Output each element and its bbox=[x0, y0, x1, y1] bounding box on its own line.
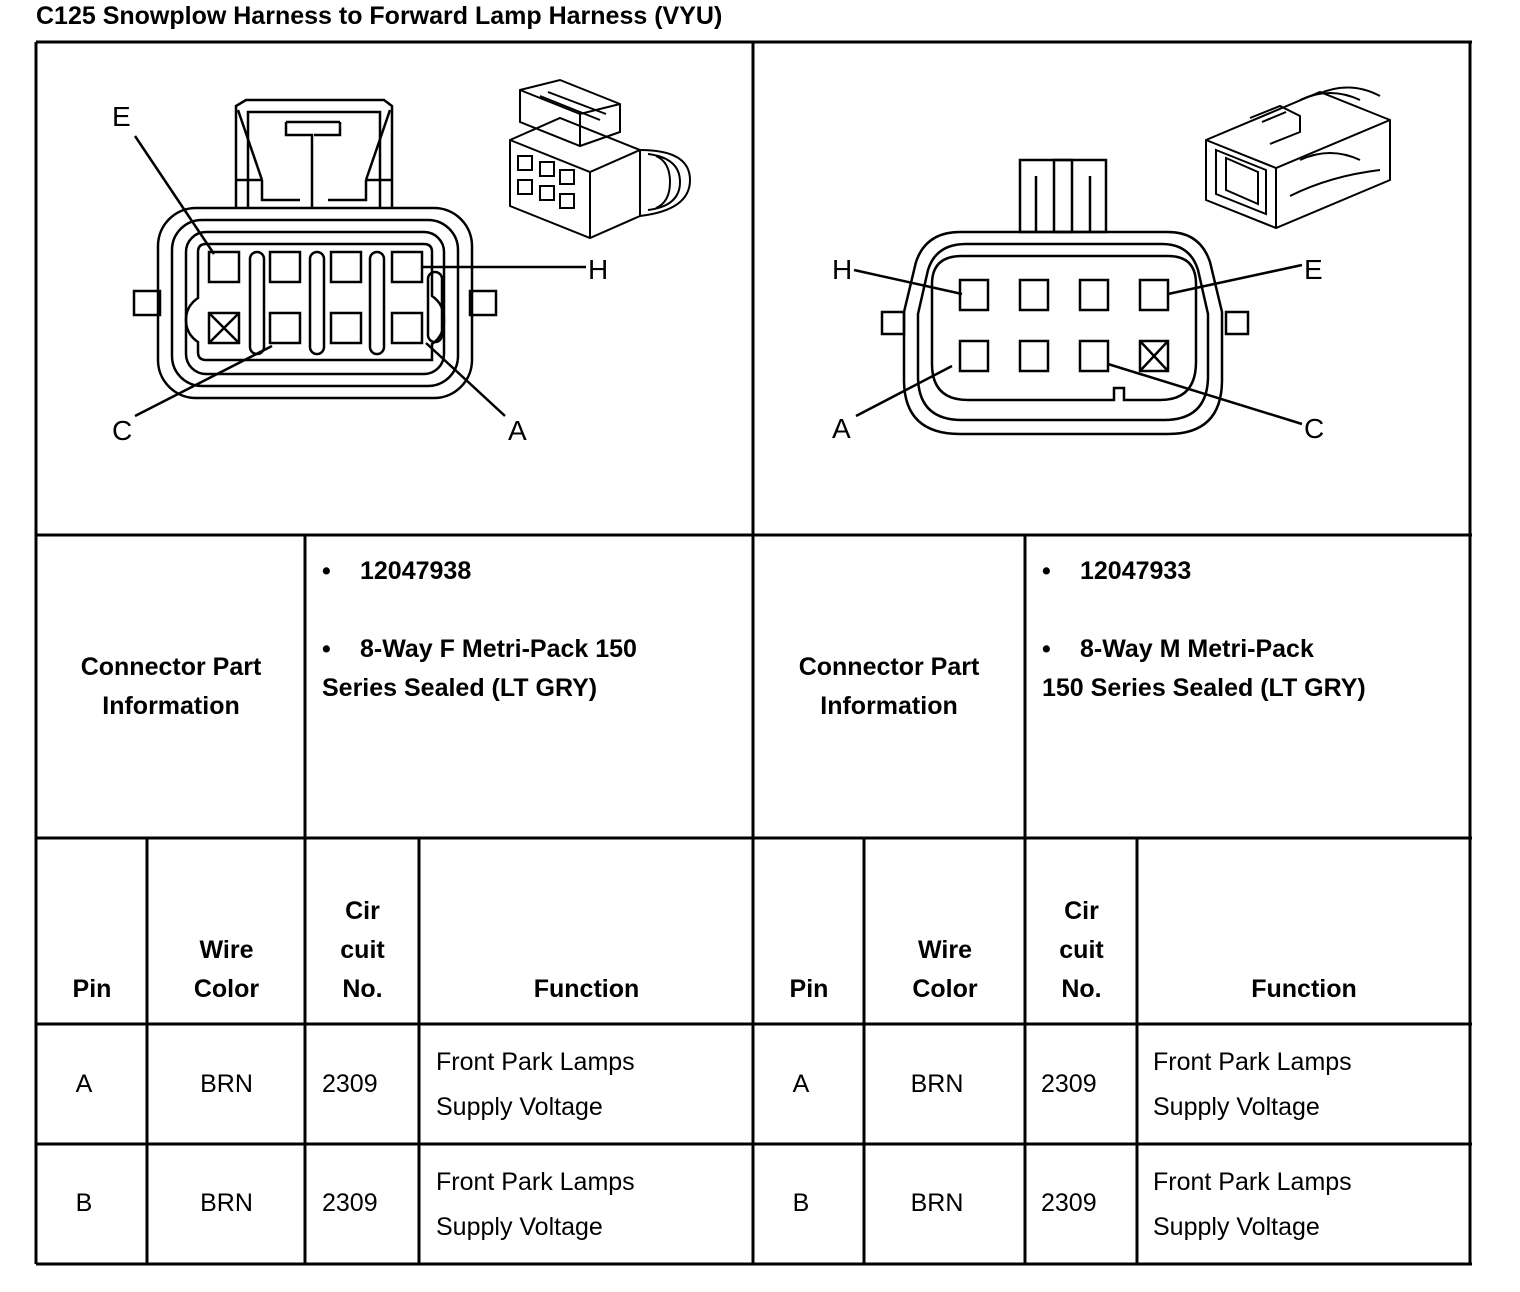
callout-a-left: A bbox=[508, 415, 527, 446]
right-header-wire-color: Wire Color bbox=[912, 936, 978, 1003]
right-header-pin: Pin bbox=[789, 975, 829, 1003]
function-cell: Front Park Lamps Supply Voltage bbox=[1153, 1168, 1352, 1241]
pin-cell: B bbox=[792, 1189, 810, 1217]
right-part-info: •12047933 •8-Way M Metri-Pack 150 Series… bbox=[1042, 557, 1366, 702]
right-part-desc: 8-Way M Metri-Pack bbox=[1080, 635, 1314, 663]
left-header-function: Function bbox=[533, 975, 640, 1003]
circuit-cell: 2309 bbox=[1041, 1189, 1097, 1217]
right-header-circuit: Cir cuit No. bbox=[1059, 897, 1104, 1003]
wire-color-cell: BRN bbox=[200, 1189, 253, 1217]
callout-h-right: H bbox=[832, 254, 852, 285]
page-title: C125 Snowplow Harness to Forward Lamp Ha… bbox=[36, 2, 723, 30]
left-connector-diagram: E H C A bbox=[112, 78, 692, 446]
callout-a-right: A bbox=[832, 413, 851, 444]
callout-e-left: E bbox=[112, 101, 131, 132]
callout-h-left: H bbox=[588, 254, 608, 285]
wire-color-cell: BRN bbox=[200, 1070, 253, 1098]
right-info-label: Connector Part Information bbox=[798, 653, 980, 720]
function-cell: Front Park Lamps Supply Voltage bbox=[1153, 1048, 1352, 1121]
right-connector-diagram: H E A C bbox=[832, 86, 1391, 444]
circuit-cell: 2309 bbox=[322, 1070, 378, 1098]
left-part-desc: 8-Way F Metri-Pack 150 bbox=[360, 635, 637, 663]
left-header-circuit: Cir cuit No. bbox=[340, 897, 385, 1003]
circuit-cell: 2309 bbox=[322, 1189, 378, 1217]
circuit-cell: 2309 bbox=[1041, 1070, 1097, 1098]
right-part-number: 12047933 bbox=[1080, 557, 1192, 585]
function-cell: Front Park Lamps Supply Voltage bbox=[436, 1048, 635, 1121]
wire-color-cell: BRN bbox=[910, 1189, 964, 1217]
callout-c-right: C bbox=[1304, 413, 1324, 444]
pin-cell: A bbox=[75, 1070, 93, 1098]
pin-cell: B bbox=[75, 1189, 93, 1217]
callout-e-right: E bbox=[1304, 254, 1323, 285]
left-info-label: Connector Part Information bbox=[80, 653, 262, 720]
right-header-function: Function bbox=[1251, 975, 1357, 1003]
left-part-info: •12047938 •8-Way F Metri-Pack 150 Series… bbox=[322, 557, 637, 702]
function-cell: Front Park Lamps Supply Voltage bbox=[436, 1168, 635, 1241]
wire-color-cell: BRN bbox=[910, 1070, 964, 1098]
left-part-number: 12047938 bbox=[360, 557, 472, 585]
callout-c-left: C bbox=[112, 415, 132, 446]
pin-cell: A bbox=[792, 1070, 810, 1098]
left-header-wire-color: Wire Color bbox=[193, 936, 260, 1003]
left-header-pin: Pin bbox=[72, 975, 112, 1003]
